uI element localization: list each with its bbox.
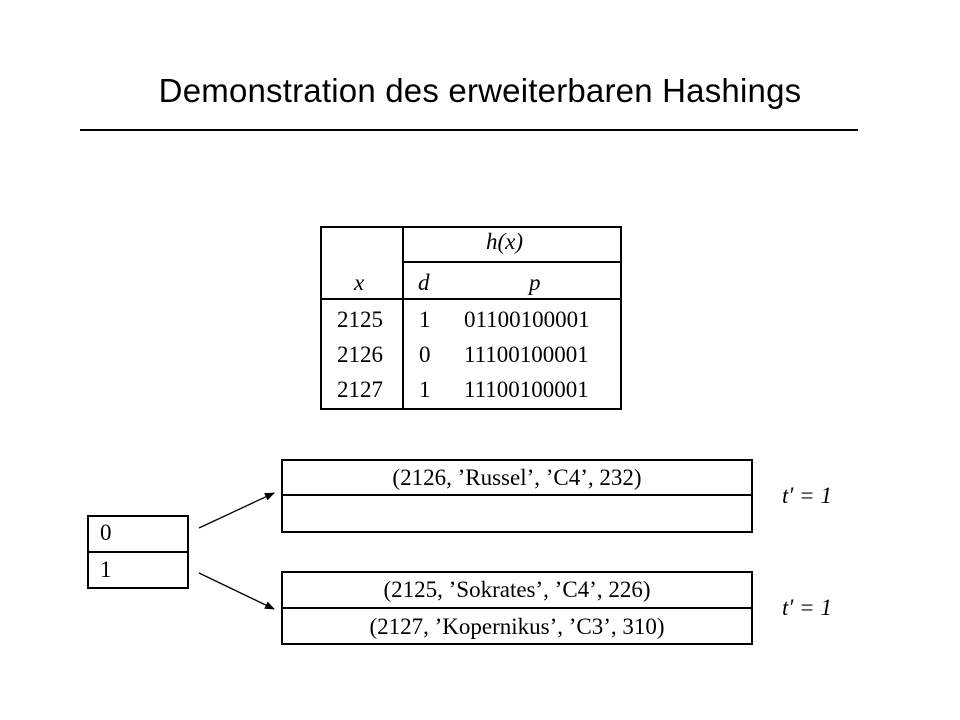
row-x: 2125 — [337, 307, 383, 332]
header-d: d — [418, 270, 430, 295]
header-x: x — [354, 270, 365, 295]
header-p: p — [529, 270, 541, 295]
directory-entry: 0 — [100, 520, 112, 545]
slide-title: Demonstration des erweiterbaren Hashings — [158, 72, 802, 109]
bucket — [281, 459, 753, 533]
row-d: 0 — [419, 342, 431, 367]
hash-table-subheader-line — [404, 261, 622, 263]
row-p: 11100100001 — [464, 377, 589, 402]
header-hx: h(x) — [486, 229, 524, 254]
arrow-to-bucket-2 — [198, 572, 275, 610]
row-d: 1 — [419, 377, 431, 402]
bucket-slot-divider — [281, 494, 753, 496]
bucket-record: (2126, ’Russel’, ’C4’, 232) — [392, 465, 642, 490]
local-depth-label: t′ = 1 — [782, 595, 832, 620]
row-x: 2126 — [337, 342, 383, 367]
directory-entry: 1 — [100, 557, 112, 582]
row-p: 01100100001 — [464, 307, 590, 332]
hash-table-header-line — [320, 298, 622, 300]
local-depth-label: t′ = 1 — [782, 483, 832, 508]
row-p: 11100100001 — [464, 342, 589, 367]
title-underline — [80, 129, 858, 131]
hash-table-divider — [402, 226, 404, 410]
bucket-record: (2127, ’Kopernikus’, ’C3’, 310) — [369, 614, 665, 639]
directory-divider — [87, 551, 189, 553]
bucket-record: (2125, ’Sokrates’, ’C4’, 226) — [383, 577, 651, 602]
arrow-to-bucket-1 — [198, 492, 275, 529]
row-x: 2127 — [337, 377, 383, 402]
bucket-slot-divider — [281, 607, 753, 609]
row-d: 1 — [419, 307, 431, 332]
hash-table — [320, 226, 622, 410]
